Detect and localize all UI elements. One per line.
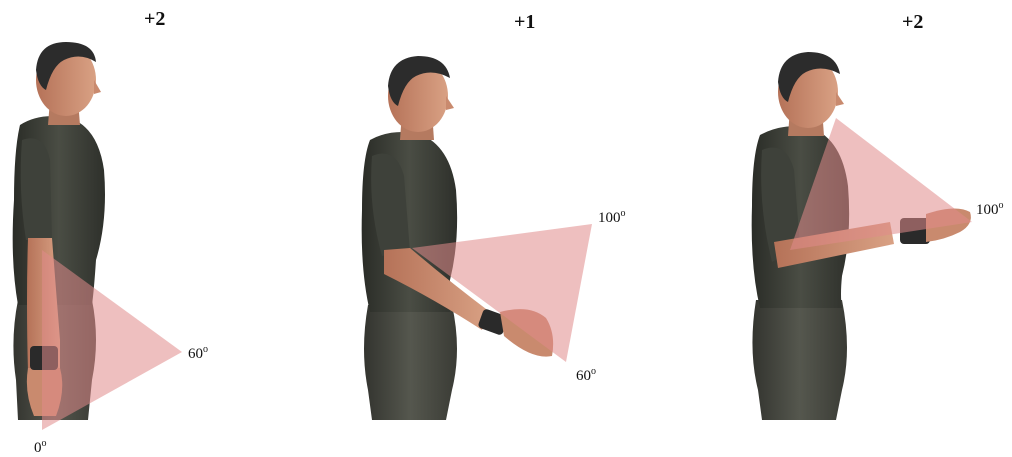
angle-value: 100 [598,210,621,226]
figure-middle-nose [446,96,454,110]
degree-mark: o [621,208,626,219]
angle-value: 60 [576,368,591,384]
figure-right-nose [836,92,844,106]
figure-left [13,42,182,430]
angle-value: 100 [976,202,999,218]
figure-left-nose [94,80,101,94]
figure-middle [362,56,592,420]
degree-mark: o [203,344,208,355]
figure-left-upper-arm [21,138,52,240]
score-label-middle: +1 [514,11,535,34]
angle-label-left-0: 0o [34,438,47,457]
score-label-left: +2 [144,8,165,31]
angle-label-middle-100: 100o [598,208,626,227]
degree-mark: o [42,438,47,449]
figure-middle-pants [364,305,457,420]
angle-label-right-100: 100o [976,200,1004,219]
degree-mark: o [999,200,1004,211]
figure-left-range-wedge [42,250,182,430]
angle-value: 60 [188,346,203,362]
angle-value: 0 [34,440,42,456]
figure-right [752,52,972,420]
figure-right-pants [752,300,847,420]
angle-label-left-60: 60o [188,344,208,363]
score-label-right: +2 [902,11,923,34]
degree-mark: o [591,366,596,377]
angle-label-middle-60: 60o [576,366,596,385]
